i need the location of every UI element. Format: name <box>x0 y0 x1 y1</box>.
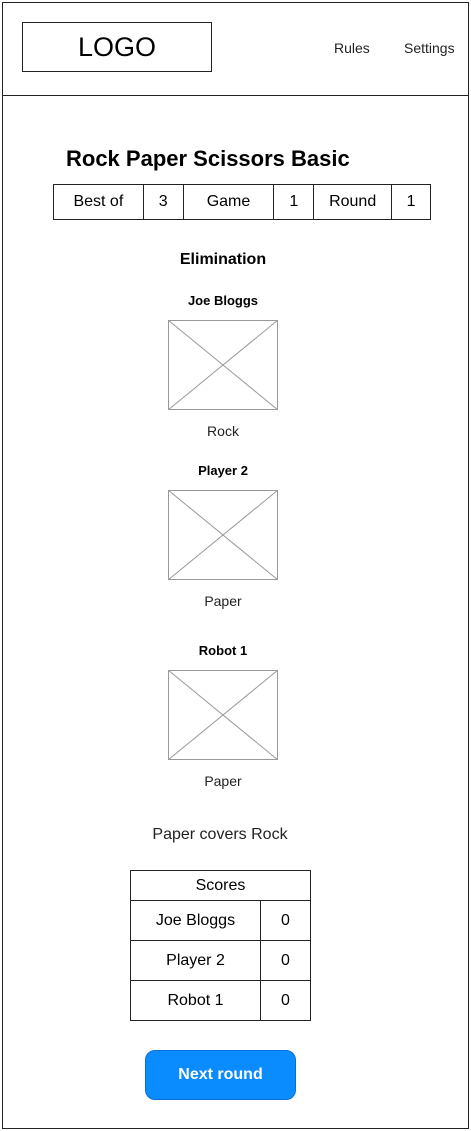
score-value: 0 <box>260 940 311 981</box>
score-player-name: Robot 1 <box>130 980 261 1021</box>
player-choice-image-placeholder <box>168 490 278 580</box>
nav-link-rules[interactable]: Rules <box>334 40 370 56</box>
nav-link-settings[interactable]: Settings <box>404 40 455 56</box>
score-value: 0 <box>260 980 311 1021</box>
table-row: Joe Bloggs 0 <box>130 900 311 941</box>
game-mode: Elimination <box>179 251 267 268</box>
game-value: 1 <box>273 184 315 220</box>
player-name: Joe Bloggs <box>187 293 259 308</box>
score-player-name: Joe Bloggs <box>130 900 261 941</box>
score-player-name: Player 2 <box>130 940 261 981</box>
player-name: Robot 1 <box>198 643 248 658</box>
page-title: Rock Paper Scissors Basic <box>66 146 350 171</box>
player-choice: Rock <box>207 423 239 439</box>
round-outcome: Paper covers Rock <box>152 826 288 843</box>
player-name: Player 2 <box>198 463 248 478</box>
header: LOGO Rules Settings <box>2 2 469 96</box>
next-round-button[interactable]: Next round <box>145 1050 296 1100</box>
player-choice-image-placeholder <box>168 320 278 410</box>
scores-table: Scores Joe Bloggs 0 Player 2 0 Robot 1 0 <box>130 870 311 1021</box>
logo: LOGO <box>22 22 212 72</box>
score-value: 0 <box>260 900 311 941</box>
best-of-value: 3 <box>142 184 184 220</box>
scores-title: Scores <box>130 870 311 901</box>
player-choice: Paper <box>204 773 242 789</box>
game-info-table: Best of 3 Game 1 Round 1 <box>53 184 431 220</box>
player-choice-image-placeholder <box>168 670 278 760</box>
player-choice: Paper <box>204 593 242 609</box>
round-label: Round <box>313 184 393 220</box>
table-row: Robot 1 0 <box>130 980 311 1021</box>
best-of-label: Best of <box>53 184 144 220</box>
round-value: 1 <box>391 184 431 220</box>
table-row: Player 2 0 <box>130 940 311 981</box>
game-label: Game <box>182 184 275 220</box>
